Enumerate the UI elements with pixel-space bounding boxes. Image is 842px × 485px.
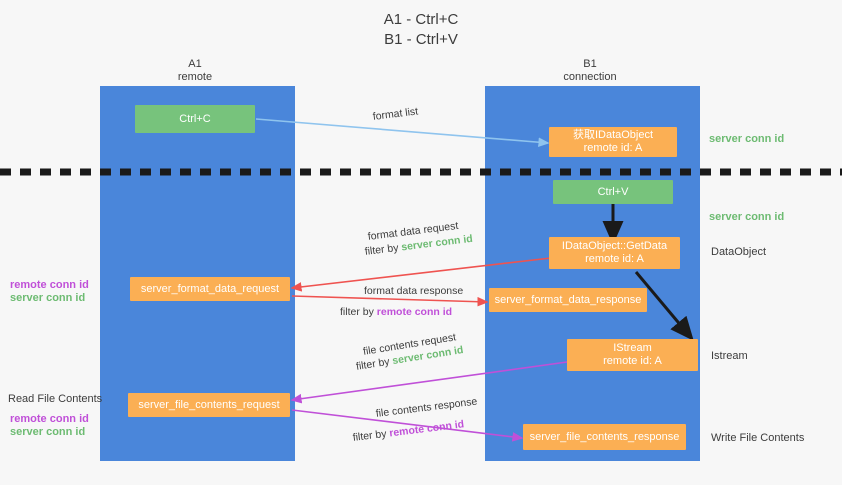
title-line-2: B1 - Ctrl+V [384, 31, 458, 48]
node-server-format-data-response-label: server_format_data_response [494, 293, 642, 306]
node-istream-line2: remote id: A [603, 355, 662, 367]
annotation-right-dataobject: DataObject [711, 246, 767, 258]
node-server-format-data-request-label: server_format_data_request [140, 282, 280, 295]
edge-label-format-data-response-filter: filter by remote conn id [340, 305, 452, 319]
filter-prefix: filter by [340, 306, 377, 318]
node-server-file-contents-response-label: server_file_contents_response [529, 430, 680, 443]
annotation-right-write-file-contents: Write File Contents [711, 432, 805, 444]
annotation-left-read-file-contents: Read File Contents [8, 393, 103, 405]
lane-header-a1: A1 remote [130, 58, 260, 84]
filter-prefix: filter by [355, 355, 394, 373]
title-line-1: A1 - Ctrl+C [383, 11, 459, 28]
node-istream[interactable]: IStream remote id: A [567, 339, 698, 371]
lane-header-b1-sub: connection [563, 71, 617, 83]
node-idataobject-line2: remote id: A [583, 142, 643, 154]
node-getdata-line2: remote id: A [585, 253, 644, 265]
page-title: A1 - Ctrl+C B1 - Ctrl+V [0, 10, 842, 50]
lane-header-a1-sub: remote [177, 71, 213, 83]
annotation-left-server-conn-id-2: server conn id [10, 426, 86, 438]
annotation-right-server-conn-id-2: server conn id [709, 211, 785, 223]
node-server-format-data-request[interactable]: server_format_data_request [130, 277, 290, 301]
node-ctrl-c[interactable]: Ctrl+C [135, 105, 255, 133]
annotation-left-server-conn-id-1: server conn id [10, 292, 86, 304]
annotation-right-server-conn-id-1: server conn id [709, 133, 785, 145]
node-server-file-contents-response[interactable]: server_file_contents_response [523, 424, 686, 450]
edge-label-file-contents-response-filter: filter by remote conn id [352, 417, 465, 445]
filter-prefix: filter by [364, 241, 403, 258]
filter-key-remote-conn-id: remote conn id [388, 418, 465, 440]
node-ctrl-c-line1: Ctrl+C [179, 112, 211, 125]
filter-prefix: filter by [352, 427, 391, 444]
annotation-right-istream: Istream [711, 350, 748, 362]
annotation-left-remote-conn-id-2: remote conn id [10, 413, 89, 425]
edge-label-format-data-response: format data response [364, 285, 464, 297]
filter-key-remote-conn-id: remote conn id [376, 306, 453, 318]
lane-header-b1: B1 connection [525, 58, 655, 84]
edge-label-format-list: format list [372, 105, 419, 123]
node-istream-line1: IStream [613, 342, 652, 354]
lane-header-a1-name: A1 [188, 58, 202, 70]
node-ctrl-v-line1: Ctrl+V [597, 185, 629, 198]
annotation-left-remote-conn-id-1: remote conn id [10, 279, 89, 291]
node-server-format-data-response[interactable]: server_format_data_response [489, 288, 647, 312]
node-server-file-contents-request-label: server_file_contents_request [138, 398, 280, 411]
node-idataobject[interactable]: 获取IDataObject remote id: A [549, 127, 677, 157]
node-getdata[interactable]: IDataObject::GetData remote id: A [549, 237, 680, 269]
node-getdata-line1: IDataObject::GetData [561, 240, 668, 252]
node-idataobject-line1: 获取IDataObject [572, 129, 654, 141]
node-ctrl-v[interactable]: Ctrl+V [553, 180, 673, 204]
node-server-file-contents-request[interactable]: server_file_contents_request [128, 393, 290, 417]
lane-header-b1-name: B1 [583, 58, 597, 70]
